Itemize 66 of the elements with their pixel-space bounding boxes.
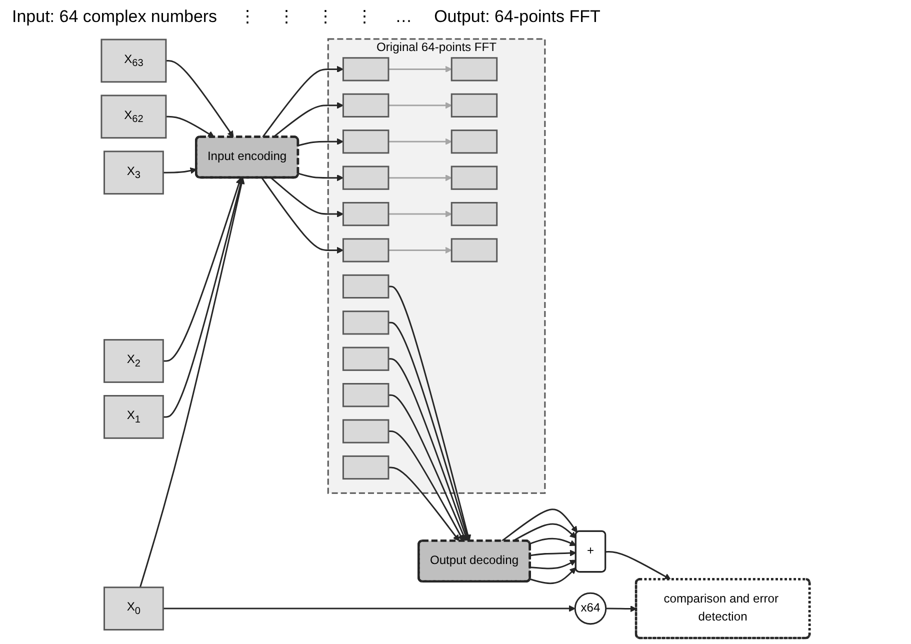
arrow bbox=[388, 466, 460, 542]
arrow bbox=[298, 172, 344, 182]
note-text: ⋮ bbox=[239, 6, 256, 27]
arrow bbox=[261, 177, 344, 254]
arrow bbox=[530, 567, 576, 584]
arrow bbox=[166, 60, 234, 138]
note-text: ⋮ bbox=[317, 6, 334, 27]
arrow bbox=[388, 322, 470, 542]
arrow bbox=[501, 508, 578, 542]
arrow bbox=[163, 178, 242, 362]
arrow bbox=[530, 538, 576, 546]
node-box bbox=[342, 455, 390, 480]
node-box bbox=[450, 166, 498, 190]
node-box: X$_{2}$ bbox=[104, 339, 164, 383]
node-box bbox=[342, 383, 390, 408]
arrow bbox=[388, 246, 452, 254]
arrow bbox=[166, 116, 214, 138]
arrow bbox=[163, 178, 244, 418]
node-box bbox=[342, 274, 390, 299]
cluster: Original 64-points FFT bbox=[327, 38, 546, 494]
node-box: X$_{1}$ bbox=[104, 395, 164, 439]
arrow bbox=[388, 430, 464, 542]
node-box: X$_{0}$ bbox=[104, 586, 164, 630]
arrow bbox=[163, 167, 197, 174]
arrow bbox=[388, 174, 452, 182]
note-text: Input: 64 complex numbers bbox=[12, 6, 218, 26]
node-box: X$_{63}$ bbox=[100, 38, 167, 83]
note-text: ⋮ bbox=[356, 6, 374, 27]
node-box: X$_{3}$ bbox=[104, 150, 164, 195]
arrow bbox=[272, 102, 344, 138]
arrow bbox=[388, 138, 452, 145]
node-box bbox=[342, 346, 390, 371]
node-box bbox=[342, 238, 390, 262]
arrow bbox=[388, 286, 472, 542]
arrow bbox=[388, 358, 469, 542]
arrow bbox=[388, 210, 452, 218]
arrow bbox=[270, 177, 344, 218]
node-box bbox=[450, 202, 498, 226]
node-box bbox=[450, 57, 498, 82]
node-box bbox=[342, 419, 390, 444]
note-text: ⋮ bbox=[278, 6, 296, 27]
node-box bbox=[450, 93, 498, 118]
note-text: Output: 64-points FFT bbox=[434, 6, 600, 26]
node-box bbox=[342, 166, 390, 190]
arrow bbox=[512, 523, 576, 542]
node-box bbox=[342, 130, 390, 154]
arrow bbox=[530, 550, 576, 556]
arrow bbox=[298, 138, 344, 146]
node-box bbox=[342, 57, 390, 82]
node-box bbox=[342, 202, 390, 226]
node-box bbox=[342, 93, 390, 118]
node-box bbox=[450, 238, 498, 262]
arrow bbox=[606, 551, 671, 580]
arrow bbox=[163, 605, 576, 612]
node-box: X$_{62}$ bbox=[100, 94, 167, 139]
node-box bbox=[450, 130, 498, 154]
arrow bbox=[606, 605, 637, 612]
arrow bbox=[388, 66, 452, 73]
node-box bbox=[342, 310, 390, 335]
note-text: … bbox=[395, 6, 412, 26]
arrow bbox=[530, 560, 576, 570]
arrow bbox=[262, 66, 344, 138]
arrow bbox=[388, 394, 467, 542]
arrow bbox=[139, 178, 245, 588]
arrow bbox=[388, 102, 452, 109]
node-circle: x64 bbox=[574, 592, 607, 625]
